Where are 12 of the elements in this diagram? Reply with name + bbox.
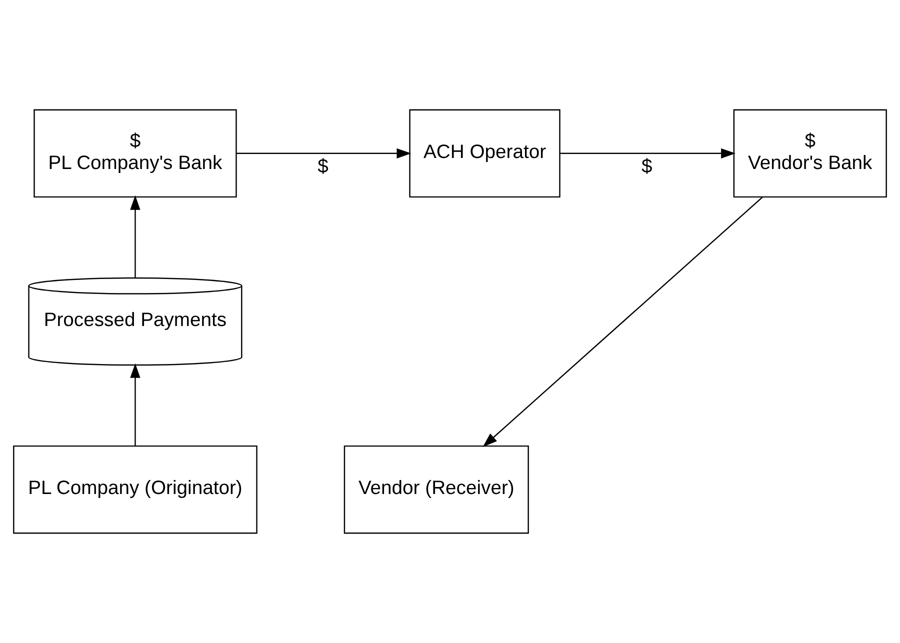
node-box: ACH Operator	[409, 109, 560, 198]
node-box: $ Vendor's Bank	[733, 109, 887, 198]
arrow	[482, 196, 764, 448]
arrow	[560, 148, 736, 158]
edge-label: $	[641, 155, 652, 178]
arrow	[130, 195, 140, 278]
edge-label: $	[318, 155, 328, 178]
arrow	[236, 148, 412, 158]
node-box: $ PL Company's Bank	[34, 109, 237, 198]
arrow	[130, 363, 140, 446]
node-box: PL Company (Originator)	[13, 445, 258, 534]
node-box: Vendor (Receiver)	[344, 445, 529, 534]
